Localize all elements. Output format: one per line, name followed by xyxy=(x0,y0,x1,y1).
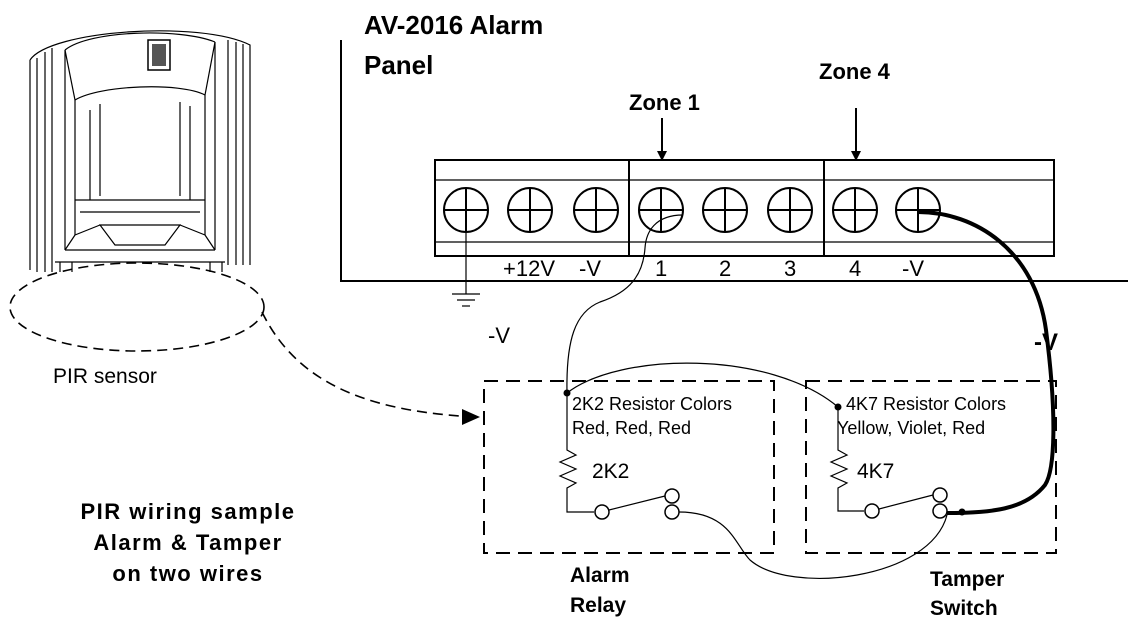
tamper-resistor xyxy=(829,407,864,512)
ground-symbol xyxy=(452,232,480,307)
zone1-label: Zone 1 xyxy=(629,90,700,115)
alarm-panel: AV-2016 Alarm Panel +12V -V 1 2 3 4 -V Z… xyxy=(340,10,1128,282)
caption-line3: on two wires xyxy=(112,561,263,586)
sensor-base-ellipse xyxy=(9,262,265,352)
sensor-window-fill xyxy=(152,44,166,66)
zone4-label: Zone 4 xyxy=(819,59,891,84)
tamper-contact-lower xyxy=(932,503,948,519)
terminal-block xyxy=(434,159,1055,257)
tamper-resistor-colors: Yellow, Violet, Red xyxy=(837,418,985,438)
sensor-to-relay-arrow xyxy=(261,311,477,418)
terminal-screw-2 xyxy=(573,187,619,233)
tamper-contact-left xyxy=(864,503,880,519)
terminal-screw-0 xyxy=(443,187,489,233)
alarm-relay-box xyxy=(483,380,775,554)
terminal-label-2: 2 xyxy=(719,256,731,281)
ground-label: -V xyxy=(488,323,510,348)
tamper-resistor-value: 4K7 xyxy=(857,460,894,483)
terminal-screw-4 xyxy=(702,187,748,233)
terminal-screws xyxy=(443,187,941,233)
terminal-label-minus-v-2: -V xyxy=(902,256,924,281)
alarm-relay-name-line2: Relay xyxy=(570,594,626,617)
alarm-resistor xyxy=(558,393,594,513)
tamper-switch-box xyxy=(805,380,1057,554)
alarm-relay-name-line1: Alarm xyxy=(570,564,630,587)
caption-line2: Alarm & Tamper xyxy=(93,530,282,555)
alarm-resistor-colors: Red, Red, Red xyxy=(572,418,691,438)
terminal-label-4: 4 xyxy=(849,256,861,281)
alarm-contact-upper xyxy=(664,488,680,504)
terminal-label-1: 1 xyxy=(655,256,667,281)
tamper-contact-upper xyxy=(932,487,948,503)
alarm-switch-blade xyxy=(608,495,666,511)
terminal-label-3: 3 xyxy=(784,256,796,281)
relay-to-tamper-jumper xyxy=(566,362,839,408)
terminal-screw-3 xyxy=(638,187,684,233)
zone1-wire xyxy=(566,214,684,394)
pir-sensor-drawing xyxy=(29,30,251,272)
terminal-screw-6 xyxy=(832,187,878,233)
panel-outline xyxy=(340,40,1128,282)
sensor-arrow-head xyxy=(462,409,480,425)
alarm-contact-left xyxy=(594,504,610,520)
pir-sensor-label: PIR sensor xyxy=(53,365,157,388)
terminal-label-plus12v: +12V xyxy=(503,256,555,281)
tamper-switch-blade xyxy=(878,494,934,510)
tamper-resistor-title: 4K7 Resistor Colors xyxy=(846,394,1006,414)
panel-title-line1: AV-2016 Alarm xyxy=(364,10,543,40)
tamper-switch-name-line2: Switch xyxy=(930,597,998,617)
panel-title-line2: Panel xyxy=(364,50,433,80)
terminal-screw-5 xyxy=(767,187,813,233)
terminal-label-minus-v-1: -V xyxy=(579,256,601,281)
relay-to-tamper-loop xyxy=(678,511,948,579)
alarm-resistor-value: 2K2 xyxy=(592,460,629,483)
terminal-screw-1 xyxy=(507,187,553,233)
tamper-switch-name-line1: Tamper xyxy=(930,568,1004,591)
alarm-resistor-title: 2K2 Resistor Colors xyxy=(572,394,732,414)
tamper-minus-v-wire xyxy=(917,210,1056,515)
caption-line1: PIR wiring sample xyxy=(81,499,296,524)
tamper-wire-label: -V xyxy=(1034,329,1058,356)
alarm-contact-lower xyxy=(664,504,680,520)
